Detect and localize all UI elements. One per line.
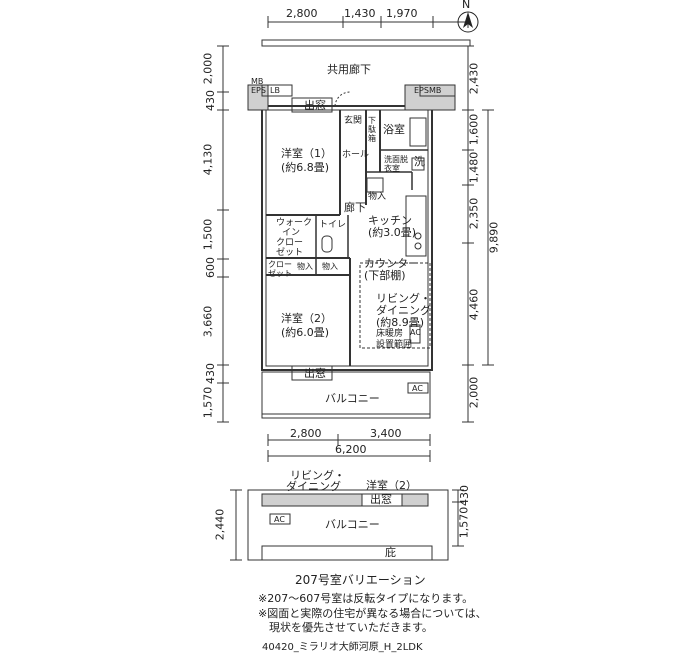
label-hall: ホール bbox=[342, 150, 370, 160]
label-closet: クロー ゼット bbox=[268, 260, 292, 279]
note-3: 現状を優先させていただきます。 bbox=[258, 621, 433, 634]
label-lb-left: LB bbox=[270, 86, 280, 95]
compass-north-label: N bbox=[462, 0, 471, 11]
variation-eaves: 庇 bbox=[385, 546, 396, 559]
dim-right-5: 4,460 bbox=[467, 288, 481, 321]
dim-left-5: 600 bbox=[204, 257, 217, 278]
label-storage2: 物入 bbox=[297, 262, 313, 271]
label-kitchen-size: (約3.0畳) bbox=[368, 226, 417, 239]
dim-right-total: 9,890 bbox=[487, 221, 501, 254]
variation-living-1: リビング・ bbox=[290, 469, 345, 482]
label-window-top: 出窓 bbox=[304, 99, 326, 112]
label-living-1: リビング・ bbox=[376, 292, 431, 305]
label-roka: 廊下 bbox=[344, 201, 366, 214]
dim-left-7: 430 bbox=[204, 363, 217, 384]
variation-ac: AC bbox=[274, 515, 285, 524]
mb-eps-left-box bbox=[247, 84, 269, 111]
label-youshitsu1: 洋室（1） bbox=[281, 147, 332, 160]
label-walkin-4: ゼット bbox=[276, 248, 304, 258]
dim-variation-right-1: 430 bbox=[458, 485, 471, 506]
label-toilet: トイレ bbox=[319, 220, 347, 230]
storage-box bbox=[366, 177, 384, 193]
label-eps-left: EPS bbox=[251, 86, 266, 95]
label-eps-mb-right: EPSMB bbox=[414, 86, 442, 95]
corridor-railing bbox=[261, 39, 471, 47]
dim-left-4: 1,500 bbox=[201, 218, 215, 251]
balcony bbox=[261, 371, 431, 419]
dim-left-1: 2,000 bbox=[201, 52, 215, 85]
label-ac-outdoor: AC bbox=[412, 384, 423, 393]
label-washer: 洗 bbox=[414, 155, 425, 168]
dim-left-3: 4,130 bbox=[201, 143, 215, 176]
label-walkin-1: ウォーク bbox=[276, 218, 313, 228]
label-living-size: (約8.9畳) bbox=[376, 316, 425, 329]
label-counter: カウンター bbox=[364, 257, 419, 270]
dim-top-3: 1,970 bbox=[386, 7, 418, 20]
top-bay-window bbox=[291, 97, 333, 113]
label-balcony: バルコニー bbox=[325, 392, 380, 405]
dim-left-6: 3,660 bbox=[201, 305, 215, 338]
dim-top-1: 2,800 bbox=[286, 7, 318, 20]
dim-top-2: 1,430 bbox=[344, 7, 376, 20]
label-walkin-3: クロー bbox=[276, 238, 304, 248]
label-geta: 下駄箱 bbox=[368, 116, 376, 144]
label-ac-indoor: AC bbox=[410, 328, 421, 337]
variation-youshitsu2: 洋室（2） bbox=[366, 479, 417, 492]
dim-right-6: 2,000 bbox=[467, 376, 481, 409]
label-counter-sub: (下部棚) bbox=[364, 269, 406, 282]
bottom-bay-window bbox=[291, 365, 333, 381]
label-corridor: 共用廊下 bbox=[327, 63, 371, 76]
label-kitchen: キッチン bbox=[368, 214, 412, 227]
label-youshitsu2-size: (約6.0畳) bbox=[281, 326, 330, 339]
label-youshitsu2: 洋室（2） bbox=[281, 312, 332, 325]
floorheat-area bbox=[359, 262, 431, 349]
label-youshitsu1-size: (約6.8畳) bbox=[281, 161, 330, 174]
variation-living-2: ダイニング bbox=[286, 480, 341, 493]
note-1: ※207～607号室は反転タイプになります。 bbox=[258, 592, 474, 605]
note-2: ※図面と実際の住宅が異なる場合については、 bbox=[258, 607, 487, 620]
kitchen-counter bbox=[405, 195, 427, 257]
label-mb-left: MB bbox=[251, 77, 264, 86]
label-walkin-2: イン bbox=[282, 228, 301, 238]
label-wash: 洗面脱衣室 bbox=[384, 155, 408, 174]
dim-right-2: 1,600 bbox=[467, 113, 481, 146]
variation-window: 出窓 bbox=[370, 493, 392, 506]
label-genkan: 玄関 bbox=[344, 116, 363, 126]
dim-right-4: 2,350 bbox=[467, 197, 481, 230]
variation-caption: 207号室バリエーション bbox=[295, 573, 426, 587]
dim-right-3: 1,480 bbox=[467, 151, 481, 184]
ac-outdoor-box bbox=[407, 382, 429, 394]
dim-bottom-1: 2,800 bbox=[290, 427, 322, 440]
bathtub bbox=[409, 117, 427, 147]
north-compass-icon bbox=[457, 11, 479, 33]
washer-spot bbox=[411, 157, 425, 171]
dim-variation-left: 2,440 bbox=[213, 508, 227, 541]
label-window-bottom: 出窓 bbox=[304, 367, 326, 380]
variation-eaves bbox=[261, 545, 433, 561]
toilet-fixture bbox=[321, 235, 333, 253]
footer-code: 40420_ミラリオ大師河原_H_2LDK bbox=[262, 642, 423, 653]
label-living-2: ダイニング bbox=[376, 304, 431, 317]
dim-left-8: 1,570 bbox=[201, 386, 215, 419]
dim-variation-right-2: 1,570 bbox=[457, 506, 471, 539]
label-storage3: 物入 bbox=[322, 262, 338, 271]
label-floorheat-1: 床暖房 bbox=[376, 329, 404, 339]
label-bath: 浴室 bbox=[383, 123, 405, 136]
ac-indoor-box bbox=[409, 324, 421, 344]
dim-right-1: 2,430 bbox=[467, 62, 481, 95]
variation-ac-box bbox=[269, 513, 291, 525]
variation-balcony: バルコニー bbox=[325, 518, 380, 531]
dim-left-2: 430 bbox=[204, 90, 217, 111]
dim-bottom-total: 6,200 bbox=[335, 443, 367, 456]
label-storage1: 物入 bbox=[368, 192, 387, 202]
label-floorheat-2: 設置範囲 bbox=[376, 340, 413, 350]
dim-bottom-2: 3,400 bbox=[370, 427, 402, 440]
